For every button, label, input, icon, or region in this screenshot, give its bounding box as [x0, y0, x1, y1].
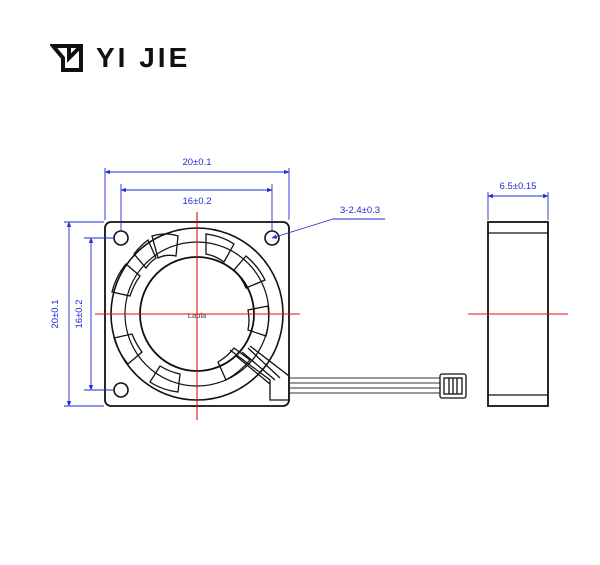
yj-logo-icon	[50, 44, 83, 72]
dim-hole-spacing-height: 16±0.2	[74, 300, 85, 329]
mounting-hole-top-right	[264, 230, 280, 246]
mounting-hole-top-left	[113, 230, 129, 246]
connector	[439, 373, 467, 399]
dim-thickness: 6.5±0.15	[500, 181, 537, 192]
brand-logo: YI JIE	[50, 38, 190, 78]
fan-front-view: Labla 20±0.1	[50, 157, 467, 420]
brand-name: YI JIE	[96, 42, 191, 73]
fan-blades	[111, 233, 270, 393]
fan-side-view: 6.5±0.15	[468, 181, 568, 407]
dim-outer-width: 20±0.1	[183, 157, 212, 168]
dim-hole-spacing-width: 16±0.2	[183, 196, 212, 207]
dim-mounting-holes: 3-2.4±0.3	[340, 205, 380, 216]
cable	[289, 377, 440, 394]
center-lines	[95, 212, 300, 420]
dim-outer-height: 20±0.1	[50, 300, 61, 329]
wire-exit	[229, 345, 290, 401]
mounting-hole-bottom-left	[113, 382, 129, 398]
dimension-lines	[64, 168, 385, 407]
